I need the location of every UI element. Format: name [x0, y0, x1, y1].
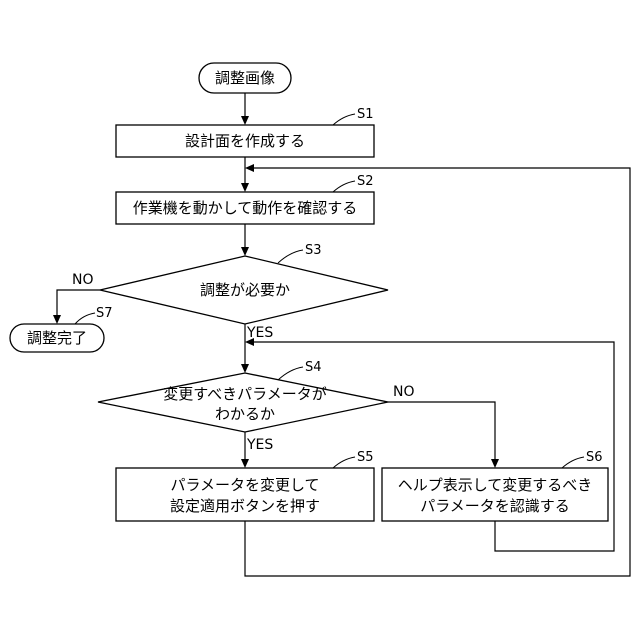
step-leader-s5 — [333, 457, 355, 468]
arrowhead — [241, 247, 249, 256]
arrowhead — [491, 459, 499, 468]
s4-yes-label: YES — [246, 437, 273, 453]
arrowhead — [245, 164, 254, 172]
s3-no-label: NO — [72, 272, 94, 288]
step-leader-s1 — [333, 114, 355, 125]
step-leader-s6 — [562, 457, 584, 468]
edge-s3-no-to-s7 — [57, 290, 100, 315]
process-s6-label-line2: パラメータを認識する — [420, 497, 570, 515]
step-label-s5: S5 — [357, 450, 374, 465]
step-label-s4: S4 — [305, 360, 322, 375]
step-leader-s7 — [75, 313, 95, 324]
arrowhead — [53, 315, 61, 324]
arrowhead — [241, 116, 249, 125]
decision-s4: 変更すべきパラメータが わかるか — [98, 373, 388, 432]
decision-s3: 調整が必要か — [100, 256, 388, 324]
arrowhead — [241, 459, 249, 468]
end-terminal-s7: 調整完了 — [10, 324, 104, 352]
step-leader-s3 — [278, 250, 303, 263]
decision-s4-label-line2: わかるか — [215, 405, 275, 423]
step-leader-s2 — [333, 181, 355, 192]
process-s2-label: 作業機を動かして動作を確認する — [133, 199, 358, 217]
s3-yes-label: YES — [246, 325, 273, 341]
step-label-s2: S2 — [357, 174, 374, 189]
step-label-s6: S6 — [586, 450, 603, 465]
process-s6: ヘルプ表示して変更するべき パラメータを認識する — [382, 468, 608, 521]
process-s1: 設計面を作成する — [116, 125, 374, 157]
process-s5-label-line2: 設定適用ボタンを押す — [170, 497, 320, 515]
process-s5-label-line1: パラメータを変更して — [170, 476, 319, 494]
decision-s4-label-line1: 変更すべきパラメータが — [163, 385, 327, 403]
step-label-s7: S7 — [96, 306, 113, 321]
step-leader-s4 — [278, 367, 303, 380]
end-terminal-s7-label: 調整完了 — [27, 329, 87, 347]
arrowhead — [241, 364, 249, 373]
step-label-s1: S1 — [357, 107, 374, 122]
arrowhead — [241, 183, 249, 192]
s4-no-label: NO — [393, 384, 415, 400]
process-s5: パラメータを変更して 設定適用ボタンを押す — [116, 468, 374, 521]
process-s1-label: 設計面を作成する — [185, 132, 305, 150]
process-s6-label-line1: ヘルプ表示して変更するべき — [398, 476, 593, 494]
start-terminal-label: 調整画像 — [215, 69, 275, 87]
start-terminal: 調整画像 — [199, 63, 291, 93]
step-label-s3: S3 — [305, 243, 322, 258]
process-s2: 作業機を動かして動作を確認する — [116, 192, 374, 224]
decision-s3-label: 調整が必要か — [200, 281, 290, 299]
edge-s4-no-to-s6 — [388, 402, 495, 459]
